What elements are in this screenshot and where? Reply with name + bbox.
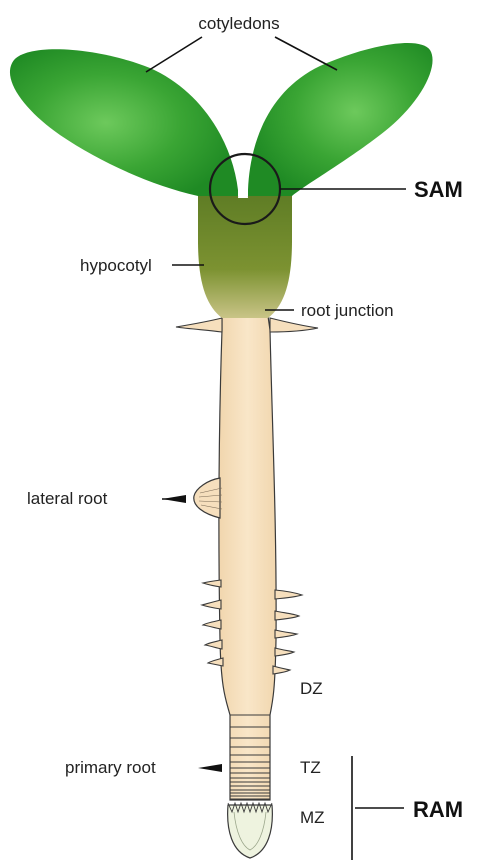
label-sam: SAM bbox=[414, 177, 463, 202]
label-lateral-root: lateral root bbox=[27, 489, 108, 508]
root-hairs-right bbox=[273, 590, 302, 674]
label-dz: DZ bbox=[300, 679, 323, 698]
root-cap bbox=[228, 803, 273, 858]
arrowheads bbox=[162, 495, 222, 772]
label-mz: MZ bbox=[300, 808, 325, 827]
cotyledon-left bbox=[10, 49, 238, 196]
label-tz: TZ bbox=[300, 758, 321, 777]
label-cotyledons: cotyledons bbox=[198, 14, 279, 33]
cotyledon-notch bbox=[238, 175, 248, 198]
label-ram: RAM bbox=[413, 797, 463, 822]
label-hypocotyl: hypocotyl bbox=[80, 256, 152, 275]
hypocotyl-body bbox=[198, 196, 292, 318]
label-root-junction: root junction bbox=[301, 301, 394, 320]
lateral-root-primordium bbox=[194, 478, 222, 518]
label-primary-root: primary root bbox=[65, 758, 156, 777]
